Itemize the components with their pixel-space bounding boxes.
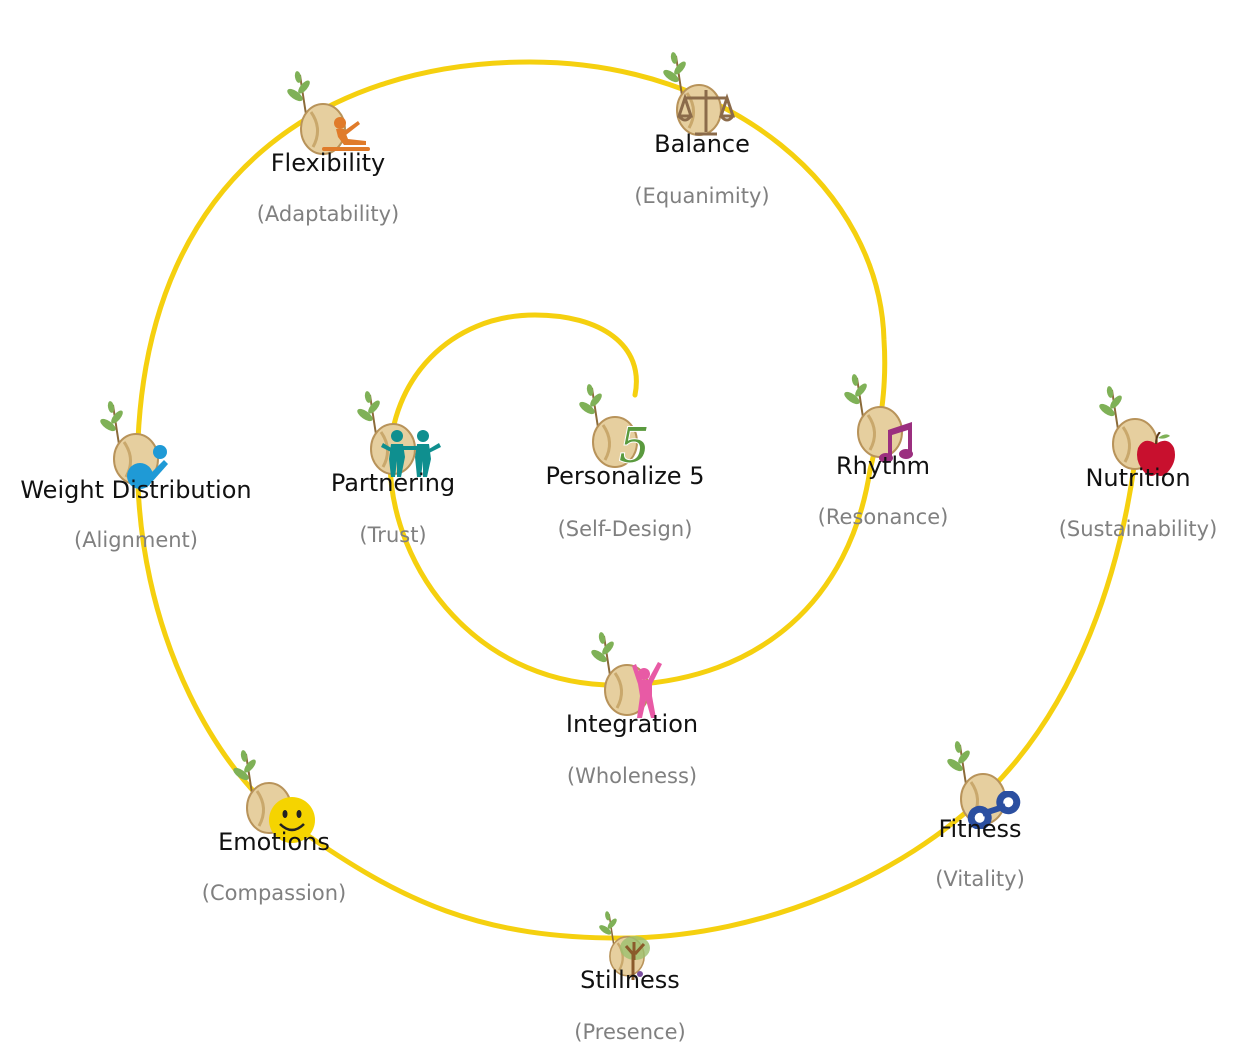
svg-text:5: 5 [619, 418, 650, 468]
node-title: Personalize 5 [545, 462, 705, 490]
node-title: Integration [565, 710, 699, 738]
node-partnering: Partnering (Trust) [263, 387, 523, 547]
node-subtitle: (Compassion) [201, 881, 347, 905]
node-subtitle: (Trust) [359, 523, 427, 547]
node-subtitle: (Adaptability) [256, 202, 400, 226]
node-title: Nutrition [1085, 464, 1191, 492]
node-nutrition: Nutrition (Sustainability) [1008, 382, 1240, 541]
dumbbell-icon [964, 790, 1024, 833]
node-title: Stillness [580, 966, 680, 994]
stretching-person-icon [318, 115, 374, 157]
node-title: Rhythm [835, 452, 931, 480]
node-subtitle: (Sustainability) [1058, 517, 1218, 541]
node-weight-distribution: Weight Distribution (Alignment) [6, 397, 266, 552]
node-title: Balance [654, 130, 750, 158]
node-subtitle: (Wholeness) [566, 764, 698, 788]
node-subtitle: (Presence) [574, 1020, 686, 1044]
node-balance: Balance (Equanimity) [572, 48, 832, 208]
seed-icon [570, 380, 660, 479]
node-integration: Integration (Wholeness) [502, 628, 762, 788]
node-rhythm: Rhythm (Resonance) [753, 370, 1013, 529]
spiral-path [135, 59, 1138, 941]
node-title: Fitness [938, 815, 1022, 843]
node-emotions: Emotions (Compassion) [144, 746, 404, 905]
node-subtitle: (Vitality) [935, 867, 1025, 891]
music-note-icon [878, 420, 914, 468]
node-title: Partnering [330, 469, 456, 497]
two-people-icon [381, 429, 441, 483]
scales-icon [676, 86, 736, 142]
sitting-person-icon [124, 442, 172, 494]
node-personalize: 5 Personalize 5 (Self-Design) [495, 380, 755, 541]
node-title: Emotions [218, 828, 330, 856]
node-subtitle: (Self-Design) [557, 517, 693, 541]
tree-icon [618, 934, 652, 984]
stretching-figure-icon [624, 660, 668, 724]
number-five-icon: 5 [615, 417, 659, 475]
node-flexibility: Flexibility (Adaptability) [198, 67, 458, 226]
node-title: Flexibility [270, 149, 386, 177]
node-title: Weight Distribution [20, 476, 252, 504]
seed-icon [278, 67, 368, 166]
smiley-face-icon [268, 796, 316, 848]
node-subtitle: (Alignment) [74, 528, 198, 552]
node-stillness: Stillness (Presence) [500, 908, 760, 1058]
node-subtitle: (Equanimity) [634, 184, 770, 208]
node-subtitle: (Resonance) [817, 505, 949, 529]
node-fitness: Fitness (Vitality) [850, 737, 1110, 891]
apple-icon [1134, 431, 1178, 482]
